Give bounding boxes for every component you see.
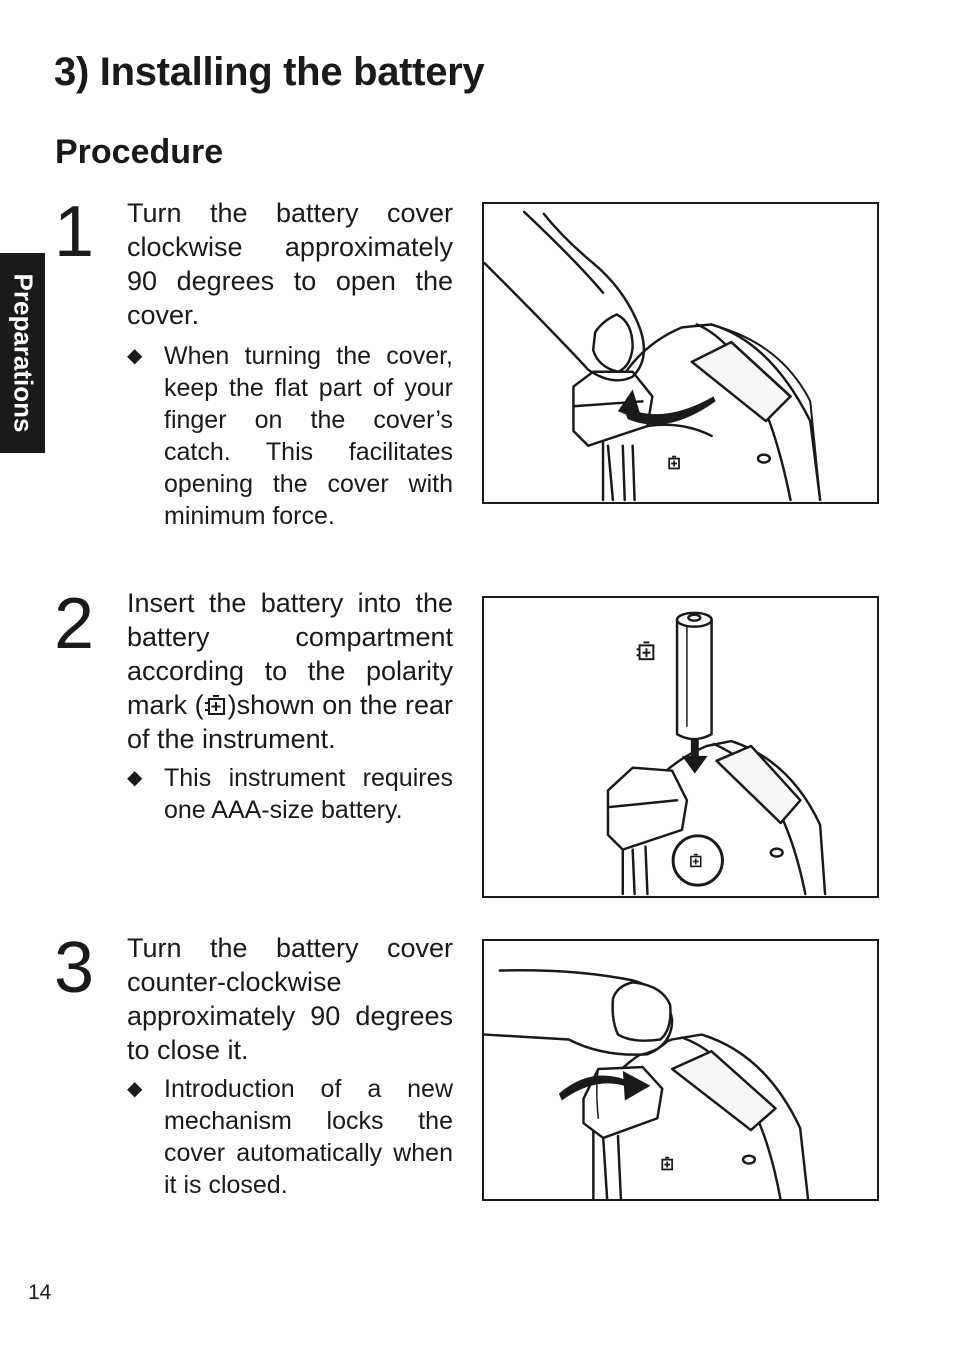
rotation-arrow-icon [558,1070,651,1101]
step-2-note: ◆ This instrument requires one AAA-size … [127,762,453,826]
step-2-text: Insert the battery into the battery comp… [127,586,453,756]
open-cover-illustration [484,210,822,502]
battery-polarity-icon [690,853,702,868]
step-1-text: Turn the battery cover clockwise approxi… [127,198,453,330]
battery-polarity-icon [661,1156,674,1171]
step-3-note: ◆ Introduction of a new mechanism locks … [127,1073,453,1201]
page-title: 3) Installing the battery [54,50,485,94]
side-tab-label: Preparations [8,273,38,433]
side-tab-preparations: Preparations [0,253,45,453]
note-bullet-icon: ◆ [127,767,143,789]
down-arrow-icon [681,738,708,774]
step-number-3: 3 [54,928,95,1008]
insert-battery-illustration [606,611,827,896]
section-subtitle: Procedure [55,133,224,171]
figure-open-cover [482,202,879,504]
battery-polarity-icon [204,695,225,715]
step-3-text: Turn the battery cover counter-clockwise… [127,933,453,1065]
step-number-2: 2 [54,584,95,664]
close-cover-illustration [484,969,810,1199]
step-2-text-after: )shown on the rear of the instrument. [127,690,453,754]
note-bullet-icon: ◆ [127,345,143,367]
figure-insert-battery [482,596,879,898]
note-bullet-icon: ◆ [127,1078,143,1100]
rotation-arrow-icon [617,389,716,425]
battery-polarity-icon [668,455,680,470]
figure-close-cover [482,939,879,1201]
page-number: 14 [28,1281,52,1304]
step-2-text-before: Insert the battery into the battery comp… [127,588,453,720]
step-number-1: 1 [54,192,95,272]
step-2-note-text: This instrument requires one AAA-size ba… [164,764,453,824]
step-1-note: ◆ When turning the cover, keep the flat … [127,340,453,532]
step-3-note-text: Introduction of a new mechanism locks th… [164,1075,453,1199]
step-1-note-text: When turning the cover, keep the flat pa… [164,342,453,530]
battery-polarity-icon [636,641,655,661]
